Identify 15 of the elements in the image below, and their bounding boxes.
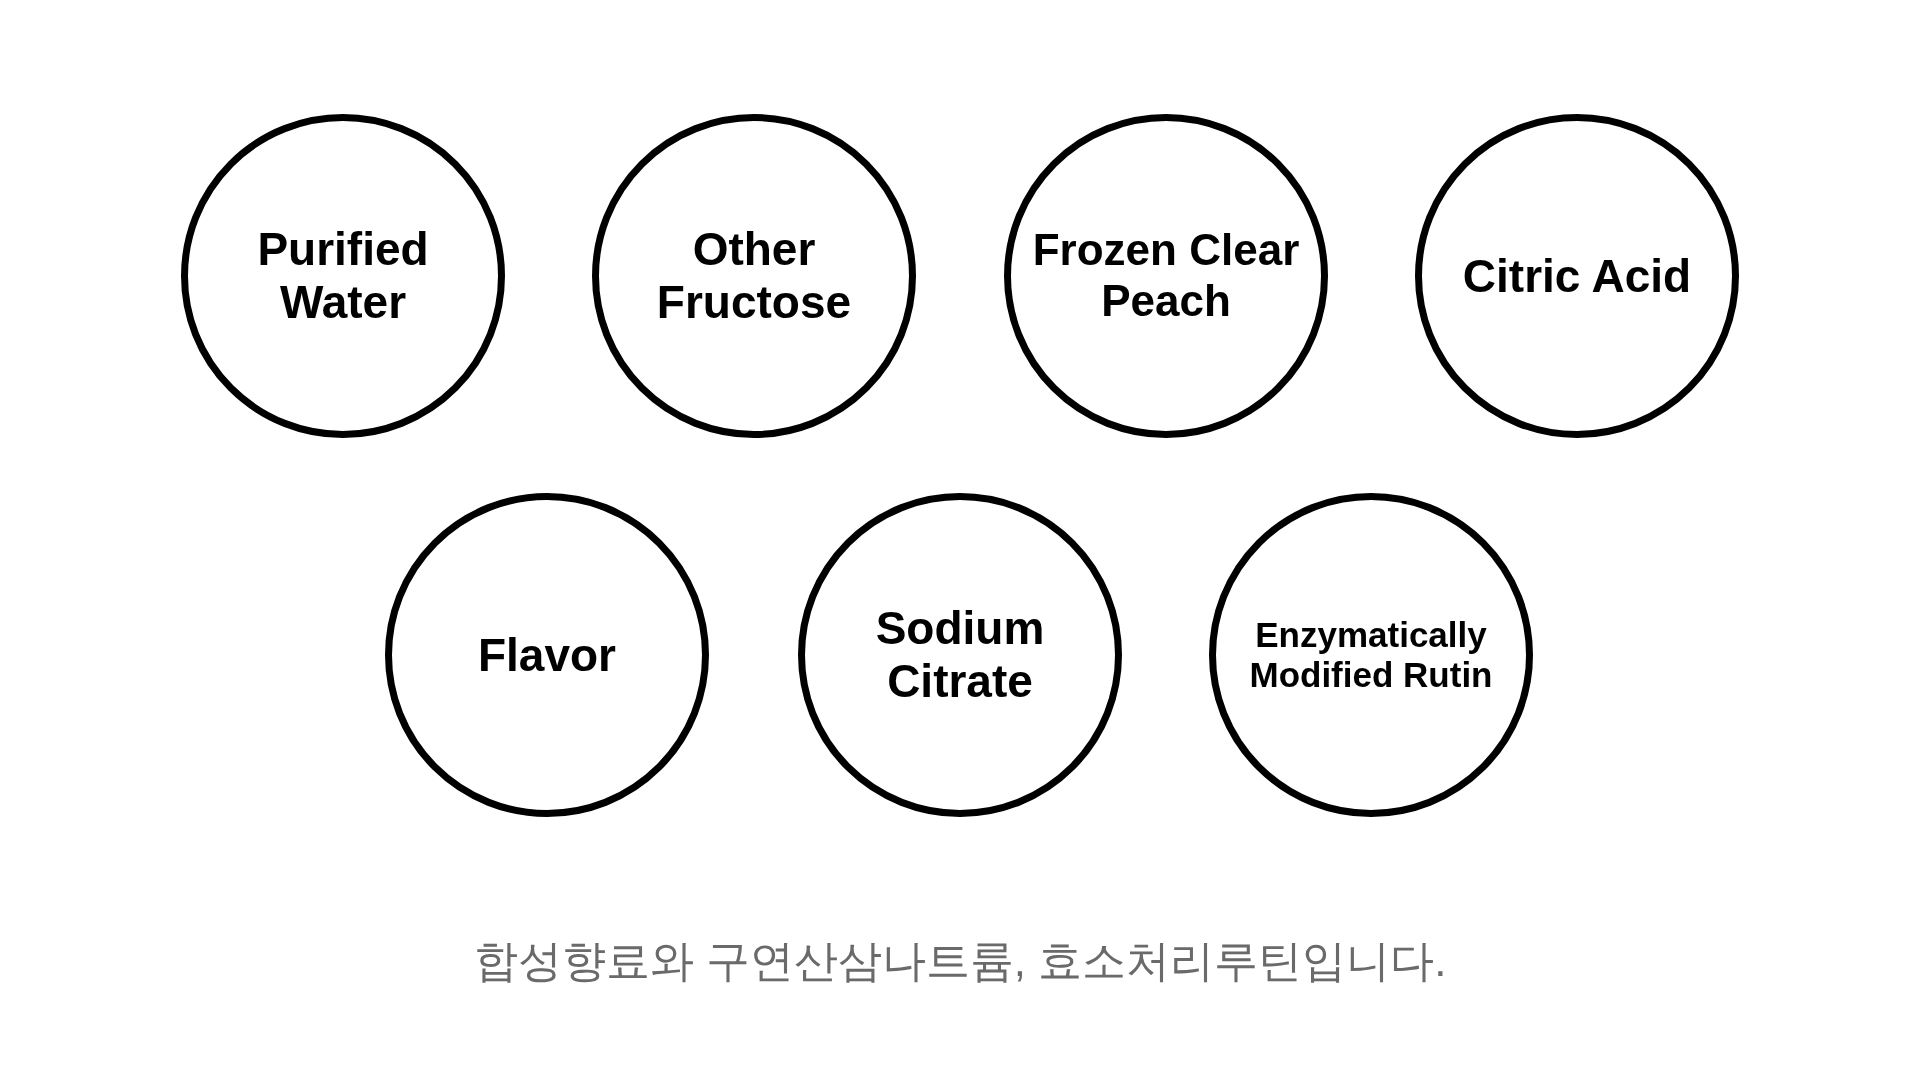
ingredient-circle — [592, 114, 916, 438]
caption: 합성향료와 구연산삼나트륨, 효소처리루틴입니다. — [473, 936, 1447, 985]
ingredient-label: Sodium Citrate — [874, 602, 1046, 708]
ingredient-label: Flavor — [476, 628, 617, 682]
ingredient-label: Enzymatically Modified Rutin — [1248, 614, 1494, 696]
ingredient-circle — [385, 493, 709, 817]
ingredient-circle — [181, 114, 505, 438]
ingredient-label: Frozen Clear Peach — [1031, 225, 1301, 327]
ingredient-label: Citric Acid — [1461, 249, 1693, 303]
ingredient-label: Purified Water — [256, 223, 430, 329]
ingredient-circle — [1415, 114, 1739, 438]
ingredient-circle — [798, 493, 1122, 817]
ingredient-circle — [1209, 493, 1533, 817]
ingredient-circle — [1004, 114, 1328, 438]
ingredient-label: Other Fructose — [655, 223, 853, 329]
